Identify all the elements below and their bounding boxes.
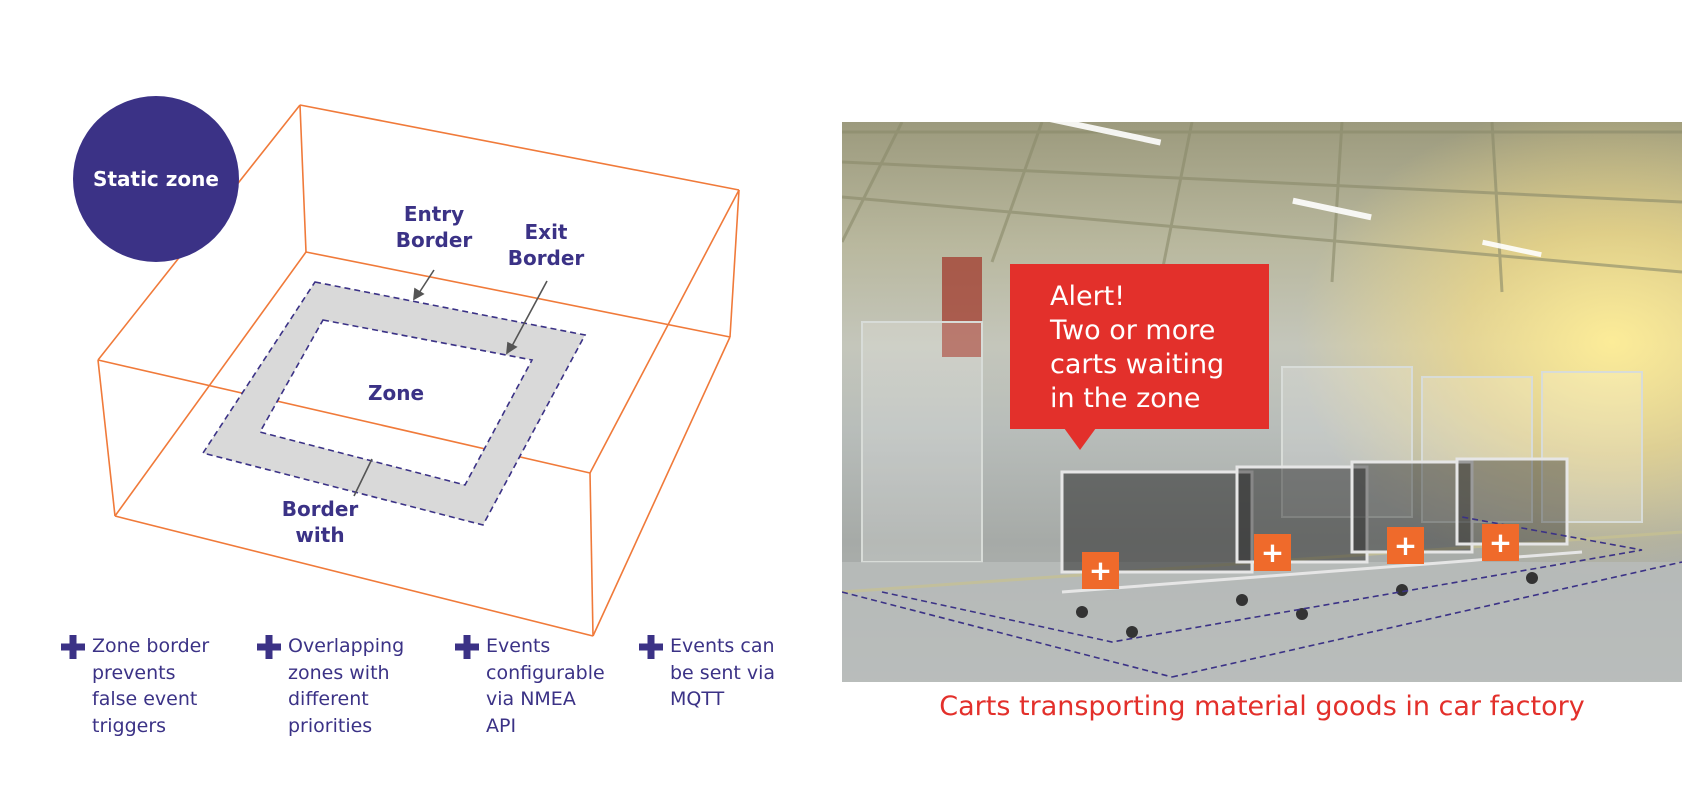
- red-machine: [942, 257, 982, 357]
- alert-callout-tail: [1064, 428, 1096, 450]
- static-zone-badge: Static zone: [73, 96, 239, 262]
- factory-photo: Alert! Two or more carts waiting in the …: [842, 122, 1682, 682]
- plus-icon: [61, 635, 85, 659]
- plus-icon: [455, 635, 479, 659]
- feature-item: Zone border prevents false event trigger…: [61, 633, 209, 739]
- plus-icon: [639, 635, 663, 659]
- cart-marker: +: [1482, 524, 1519, 561]
- ceiling-lights: [1032, 122, 1542, 258]
- factory-floor: [842, 562, 1682, 682]
- ceiling-trusses: [842, 122, 1682, 293]
- zone-dashed-outline: [201, 281, 587, 526]
- plus-icon: [257, 635, 281, 659]
- alert-callout: Alert! Two or more carts waiting in the …: [1010, 264, 1269, 429]
- cart-wheels: [1076, 572, 1538, 638]
- zone-border-ring: [203, 282, 585, 525]
- glass-panels: [861, 321, 1643, 563]
- exit-border-label: Exit Border: [507, 220, 585, 270]
- label-pointers: [353, 269, 548, 497]
- feature-list: Zone border prevents false event trigger…: [61, 633, 801, 753]
- floor-zone-outline: [842, 516, 1682, 678]
- feature-text: Zone border prevents false event trigger…: [92, 635, 210, 737]
- factory-scene: [842, 122, 1682, 682]
- photo-caption: Carts transporting material goods in car…: [939, 691, 1585, 722]
- feature-item: Events configurable via NMEA API: [455, 633, 605, 739]
- cart-marker: +: [1387, 527, 1424, 564]
- alert-text: Alert! Two or more carts waiting in the …: [1050, 281, 1225, 414]
- zone-label: Zone: [367, 381, 425, 405]
- border-with-label: Border with: [281, 497, 359, 547]
- feature-text: Events configurable via NMEA API: [486, 635, 605, 737]
- entry-border-label: Entry Border: [395, 202, 473, 252]
- feature-text: Overlapping zones with different priorit…: [288, 635, 405, 737]
- cart-marker: +: [1082, 552, 1119, 589]
- feature-text: Events can be sent via MQTT: [670, 635, 776, 710]
- zone-volume-box: [97, 104, 740, 637]
- cart-marker: +: [1254, 534, 1291, 571]
- feature-item: Overlapping zones with different priorit…: [257, 633, 404, 739]
- feature-item: Events can be sent via MQTT: [639, 633, 775, 713]
- static-zone-diagram: [97, 104, 740, 637]
